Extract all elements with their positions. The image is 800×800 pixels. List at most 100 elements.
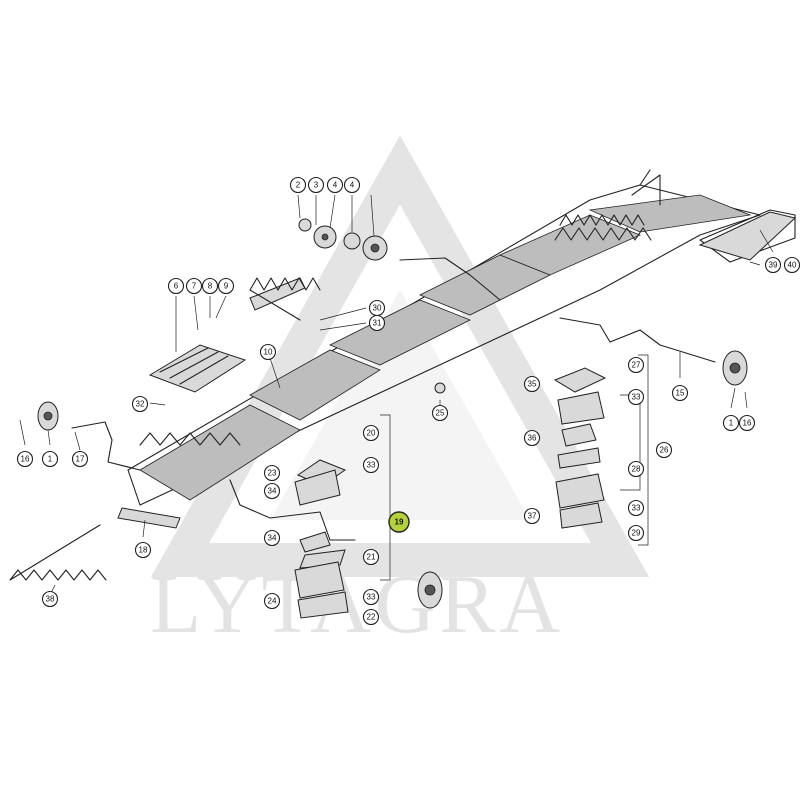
bracket-26	[638, 354, 649, 546]
bracket-19	[380, 414, 391, 581]
svg-text:28: 28	[632, 465, 641, 474]
callout-27[interactable]: 27	[627, 356, 645, 374]
small-parts	[9, 211, 797, 581]
part-38-wave	[9, 524, 107, 581]
callout-16-right[interactable]: 16	[738, 414, 756, 432]
svg-text:33: 33	[632, 393, 641, 402]
watermark: LYTAGRA	[150, 135, 650, 651]
callout-1-left[interactable]: 1	[41, 450, 59, 468]
svg-text:6: 6	[174, 282, 179, 291]
bearing-4b-hole	[370, 243, 380, 253]
bracket-top-right	[631, 169, 661, 206]
callout-33-d[interactable]: 33	[627, 499, 645, 517]
callout-35[interactable]: 35	[523, 375, 541, 393]
watermark-triangle	[150, 135, 650, 577]
part-6-ribs	[159, 347, 229, 385]
svg-text:27: 27	[632, 361, 641, 370]
callout-18[interactable]: 18	[134, 541, 152, 559]
watermark-text: LYTAGRA	[150, 558, 564, 651]
svg-text:2: 2	[296, 181, 301, 190]
svg-text:17: 17	[76, 455, 85, 464]
callout-17[interactable]: 17	[71, 450, 89, 468]
svg-text:33: 33	[367, 461, 376, 470]
callout-25[interactable]: 25	[431, 404, 449, 422]
callout-10[interactable]: 10	[259, 343, 277, 361]
svg-text:19: 19	[395, 518, 404, 527]
callout-15[interactable]: 15	[671, 384, 689, 402]
svg-text:15: 15	[676, 389, 685, 398]
svg-text:16: 16	[743, 419, 752, 428]
callout-28[interactable]: 28	[627, 460, 645, 478]
callout-23[interactable]: 23	[263, 464, 281, 482]
part-37-base	[559, 502, 603, 529]
svg-text:3: 3	[314, 181, 319, 190]
nut-25	[434, 382, 446, 394]
callout-38[interactable]: 38	[41, 590, 59, 608]
svg-text:34: 34	[268, 534, 277, 543]
callout-4-b[interactable]: 4	[343, 176, 361, 194]
part-30-blade	[249, 277, 321, 321]
callout-29[interactable]: 29	[627, 524, 645, 542]
callout-36[interactable]: 36	[523, 429, 541, 447]
svg-text:10: 10	[264, 348, 273, 357]
callout-8[interactable]: 8	[201, 277, 219, 295]
callout-20[interactable]: 20	[362, 424, 380, 442]
svg-text:29: 29	[632, 529, 641, 538]
svg-text:30: 30	[373, 304, 382, 313]
callout-33-c[interactable]: 33	[627, 388, 645, 406]
crank-shaft-right	[559, 317, 716, 363]
svg-text:1: 1	[48, 455, 53, 464]
callout-16-left[interactable]: 16	[16, 450, 34, 468]
callout-26[interactable]: 26	[655, 441, 673, 459]
part-18-plate	[117, 507, 181, 529]
crank-shaft-top	[399, 257, 501, 301]
crank-shafts	[71, 257, 716, 541]
svg-text:1: 1	[729, 419, 734, 428]
part-33-block-a	[557, 391, 605, 425]
callout-4-a[interactable]: 4	[326, 176, 344, 194]
part-36-shim	[561, 423, 597, 447]
callout-32[interactable]: 32	[131, 395, 149, 413]
callout-1-right[interactable]: 1	[722, 414, 740, 432]
callout-40[interactable]: 40	[783, 256, 800, 274]
step-grate-1	[139, 404, 301, 501]
callout-31[interactable]: 31	[368, 314, 386, 332]
callout-24[interactable]: 24	[263, 592, 281, 610]
step-bottom-assembly	[127, 169, 796, 506]
svg-text:37: 37	[528, 512, 537, 521]
callout-3[interactable]: 3	[307, 176, 325, 194]
svg-text:21: 21	[367, 553, 376, 562]
callout-33-a[interactable]: 33	[362, 456, 380, 474]
part-24-block	[294, 561, 345, 599]
callout-30[interactable]: 30	[368, 299, 386, 317]
rear-step-part	[699, 209, 796, 263]
callout-6[interactable]: 6	[167, 277, 185, 295]
callout-2[interactable]: 2	[289, 176, 307, 194]
callout-22[interactable]: 22	[362, 608, 380, 626]
callout-19-highlighted[interactable]: 19	[388, 511, 410, 533]
leader-lines	[19, 194, 774, 596]
svg-text:16: 16	[21, 455, 30, 464]
callout-39[interactable]: 39	[764, 256, 782, 274]
svg-text:33: 33	[632, 504, 641, 513]
callout-37[interactable]: 37	[523, 507, 541, 525]
callout-9[interactable]: 9	[217, 277, 235, 295]
callout-34-a[interactable]: 34	[263, 482, 281, 500]
bearing-hub-bottom-center	[424, 584, 436, 596]
bearing-4a	[343, 232, 361, 250]
svg-text:24: 24	[268, 597, 277, 606]
step-teeth-edge	[554, 227, 652, 241]
watermark-triangle-inner	[270, 290, 530, 520]
svg-text:22: 22	[367, 613, 376, 622]
step-grate-5	[498, 214, 642, 276]
callout-33-b[interactable]: 33	[362, 588, 380, 606]
part-32-wave	[139, 432, 241, 446]
svg-text:40: 40	[788, 261, 797, 270]
callout-7[interactable]: 7	[185, 277, 203, 295]
svg-text:34: 34	[268, 487, 277, 496]
svg-text:35: 35	[528, 380, 537, 389]
crank-shaft-left	[71, 421, 141, 471]
callout-21[interactable]: 21	[362, 548, 380, 566]
callout-34-b[interactable]: 34	[263, 529, 281, 547]
part-34-shim	[299, 531, 331, 553]
